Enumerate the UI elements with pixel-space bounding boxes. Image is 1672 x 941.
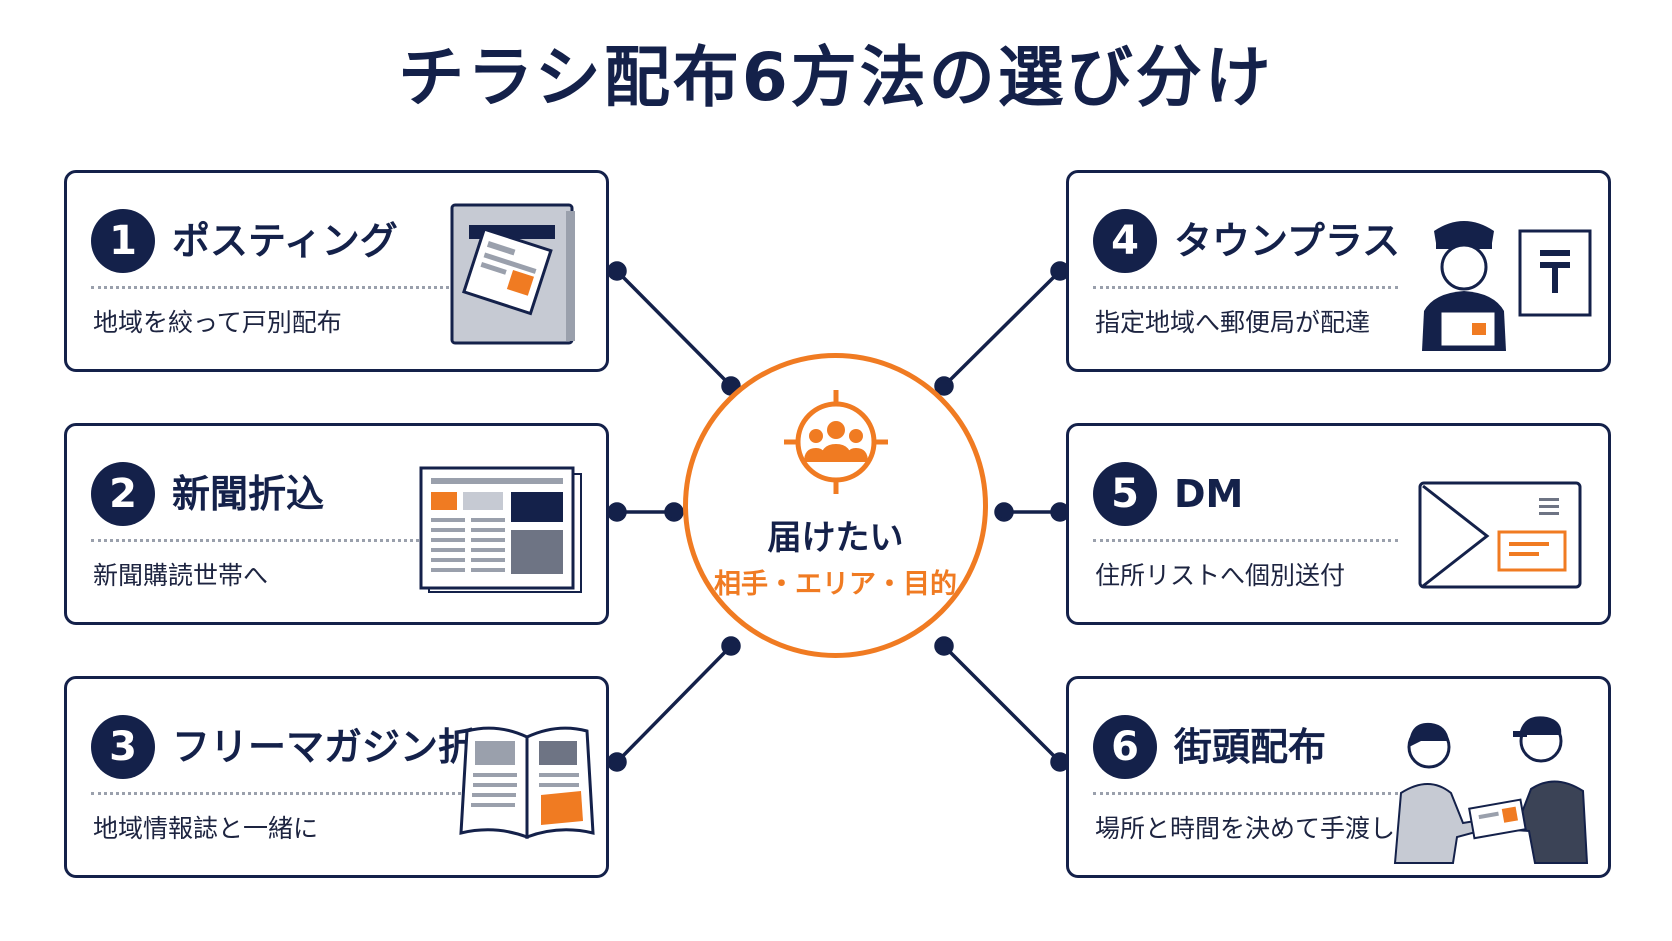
divider [1093,792,1398,795]
center-label: 届けたい [767,518,904,558]
method-number: 5 [1093,462,1157,526]
divider [1093,539,1398,542]
method-description: 地域情報誌と一緒に [93,814,319,843]
method-description: 指定地域へ郵便局が配達 [1095,308,1371,337]
postman-icon [1422,221,1592,351]
method-card-street-handout: 6 街頭配布 場所と時間を決めて手渡し [1066,676,1611,878]
method-name: フリーマガジン折込 [172,725,515,769]
method-card-free-magazine: 3 フリーマガジン折込 地域情報誌と一緒に [64,676,609,878]
method-description: 地域を絞って戸別配布 [93,308,342,337]
newspaper-icon [419,466,582,593]
divider [91,539,456,542]
method-name: 街頭配布 [1174,725,1327,769]
method-number: 6 [1093,715,1157,779]
method-card-dm: 5 DM 住所リストへ個別送付 [1066,423,1611,625]
open-magazine-icon [459,726,595,840]
method-number: 4 [1093,209,1157,273]
method-description: 場所と時間を決めて手渡し [1095,814,1396,843]
center-target-circle: 届けたい 相手・エリア・目的 [683,353,988,658]
method-number: 2 [91,462,155,526]
page-title: チラシ配布6方法の選び分け [398,39,1274,116]
divider [1093,286,1398,289]
method-card-newspaper: 2 新聞折込 新聞購読世帯へ [64,423,609,625]
envelope-icon [1418,481,1582,589]
method-card-posting: 1 ポスティング 地域を絞って戸別配布 [64,170,609,372]
hand-out-icon [1393,716,1589,864]
method-name: 新聞折込 [172,472,325,516]
method-name: タウンプラス [1174,219,1401,263]
center-sublabel: 相手・エリア・目的 [714,569,957,600]
mailbox-flyer-icon [450,203,575,345]
divider [91,286,486,289]
method-name: DM [1174,472,1244,516]
divider [91,792,486,795]
method-number: 3 [91,715,155,779]
method-number: 1 [91,209,155,273]
method-description: 新聞購読世帯へ [93,561,269,590]
method-card-town-plus: 4 タウンプラス 指定地域へ郵便局が配達 [1066,170,1611,372]
target-people-icon [784,390,888,494]
method-name: ポスティング [172,219,398,263]
method-description: 住所リストへ個別送付 [1095,561,1346,590]
